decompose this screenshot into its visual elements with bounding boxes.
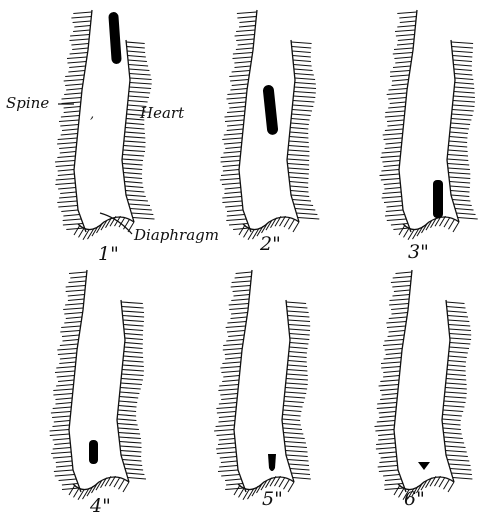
heart-hatching [117,300,146,482]
heart-hatching [282,300,311,482]
diaphragm-label: Diaphragm [133,226,219,244]
panel-2 [220,10,319,240]
spine-hatching [380,10,418,232]
spine-hatching [214,270,252,492]
heart-hatching [122,40,155,222]
panel-5-label: 5" [262,488,283,510]
barium-mark [418,462,430,470]
panel-5 [214,270,311,500]
heart-hatching [442,300,472,482]
panel-6-label: 6" [404,488,425,510]
panel-4 [50,270,146,500]
panel-3 [380,10,478,240]
panel-2-label: 2" [259,233,281,255]
panel-6 [375,270,473,500]
diaphragm-hatching [399,216,459,240]
spine-hatching [375,270,413,492]
diaphragm-hatching [74,216,134,240]
panel-1-label: 1" [98,243,119,265]
barium-mark [262,85,278,136]
spine-hatching [55,10,92,232]
barium-mark [89,440,98,464]
panel-3-label: 3" [408,241,429,263]
barium-mark [433,180,443,218]
heart-label: Heart [139,104,185,122]
heart-pointer-mark: , [90,107,94,122]
heart-hatching [287,40,319,222]
barium-mark [268,454,276,471]
heart-hatching [447,40,478,222]
spine-hatching [50,270,87,492]
spine-hatching [220,10,257,232]
spine-label: Spine [6,94,49,112]
panel-4-label: 4" [89,495,111,517]
barium-mark [108,12,122,65]
panel-1 [55,10,155,240]
